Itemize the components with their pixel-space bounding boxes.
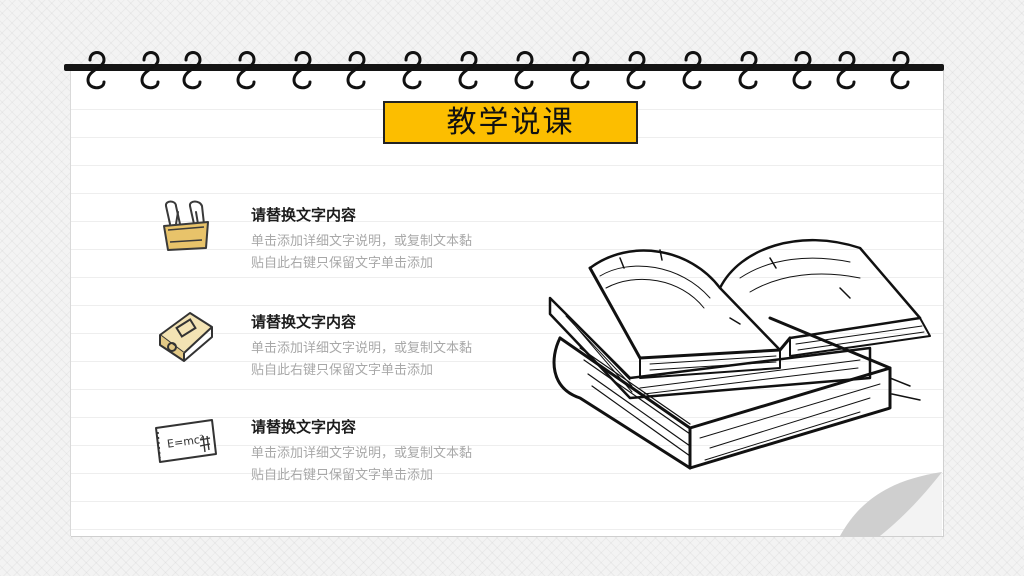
ring	[738, 51, 758, 90]
ring	[836, 51, 856, 90]
ring	[402, 51, 422, 90]
ring	[514, 51, 534, 90]
item-description-line: 贴自此右键只保留文字单击添加	[251, 468, 434, 483]
ring	[346, 51, 366, 90]
pencil-sharpener-icon	[159, 312, 213, 362]
books-illustration	[548, 238, 931, 470]
page-curl	[840, 472, 942, 536]
ring	[792, 51, 812, 90]
ring	[890, 51, 910, 90]
item-description-line: 单击添加详细文字说明，或复制文本黏	[251, 446, 473, 461]
list-item: E=mc² 请替换文字内容 单击添加详细文字说明，或复制文本黏 贴自此右键只保留…	[150, 410, 530, 502]
spiral-rings	[86, 51, 910, 90]
list-item: 请替换文字内容 单击添加详细文字说明，或复制文本黏 贴自此右键只保留文字单击添加	[150, 198, 530, 290]
list-item: 请替换文字内容 单击添加详细文字说明，或复制文本黏 贴自此右键只保留文字单击添加	[150, 305, 530, 397]
ring	[86, 51, 106, 90]
notebook-paper	[70, 68, 943, 536]
ring	[570, 51, 590, 90]
item-heading: 请替换文字内容	[251, 206, 357, 224]
ring	[682, 51, 702, 90]
item-description-line: 贴自此右键只保留文字单击添加	[251, 256, 434, 271]
item-heading: 请替换文字内容	[251, 313, 357, 331]
item-description-line: 单击添加详细文字说明，或复制文本黏	[251, 341, 473, 356]
formula-text: E=mc²	[166, 433, 205, 451]
ring	[182, 51, 202, 90]
binding-bar	[64, 64, 944, 71]
ring	[140, 51, 160, 90]
ring	[236, 51, 256, 90]
ring	[292, 51, 312, 90]
formula-note-icon: E=mc²	[155, 419, 217, 463]
title-banner: 教学说课	[383, 101, 638, 144]
ring	[458, 51, 478, 90]
item-heading: 请替换文字内容	[251, 418, 357, 436]
item-description-line: 贴自此右键只保留文字单击添加	[251, 363, 434, 378]
item-description: 单击添加详细文字说明，或复制文本黏 贴自此右键只保留文字单击添加	[251, 231, 472, 275]
item-description: 单击添加详细文字说明，或复制文本黏 贴自此右键只保留文字单击添加	[251, 338, 472, 382]
ring	[626, 51, 646, 90]
item-description-line: 单击添加详细文字说明，或复制文本黏	[251, 234, 473, 249]
binder-clip-icon	[163, 200, 209, 251]
page-title: 教学说课	[446, 104, 575, 140]
item-description: 单击添加详细文字说明，或复制文本黏 贴自此右键只保留文字单击添加	[251, 443, 472, 487]
